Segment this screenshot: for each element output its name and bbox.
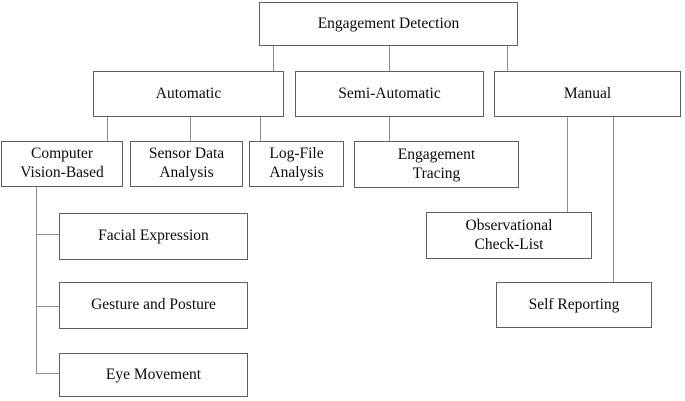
connector-root-to-manual [507, 46, 508, 71]
connector-elbow-facial-expression [36, 234, 59, 235]
node-manual: Manual [494, 71, 681, 117]
node-self-reporting: Self Reporting [496, 282, 652, 328]
connector-manual-to-self-reporting [613, 117, 614, 282]
node-engagement-detection: Engagement Detection [259, 2, 518, 46]
connector-elbow-gesture-posture [36, 306, 59, 307]
connector-manual-to-observational [567, 117, 568, 212]
node-computer-vision-based: Computer Vision-Based [1, 141, 123, 187]
node-log-file-analysis: Log-File Analysis [249, 141, 344, 187]
node-engagement-tracing: Engagement Tracing [354, 141, 519, 188]
connector-elbow-eye-movement [36, 373, 59, 374]
node-semi-automatic: Semi-Automatic [295, 71, 484, 117]
node-gesture-and-posture: Gesture and Posture [59, 282, 248, 329]
node-eye-movement: Eye Movement [59, 353, 248, 397]
connector-root-to-automatic [273, 46, 274, 71]
connector-automatic-to-computer-vision [107, 117, 108, 141]
connector-semi-automatic-to-tracing [389, 117, 390, 141]
connector-automatic-to-sensor-data [190, 117, 191, 141]
node-observational-check-list: Observational Check-List [426, 212, 592, 259]
node-automatic: Automatic [93, 71, 284, 117]
node-facial-expression: Facial Expression [59, 213, 248, 260]
node-sensor-data-analysis: Sensor Data Analysis [130, 141, 243, 187]
connector-automatic-to-log-file [260, 117, 261, 141]
connector-root-to-semi-automatic [389, 46, 390, 71]
connector-computer-vision-trunk [36, 187, 37, 374]
